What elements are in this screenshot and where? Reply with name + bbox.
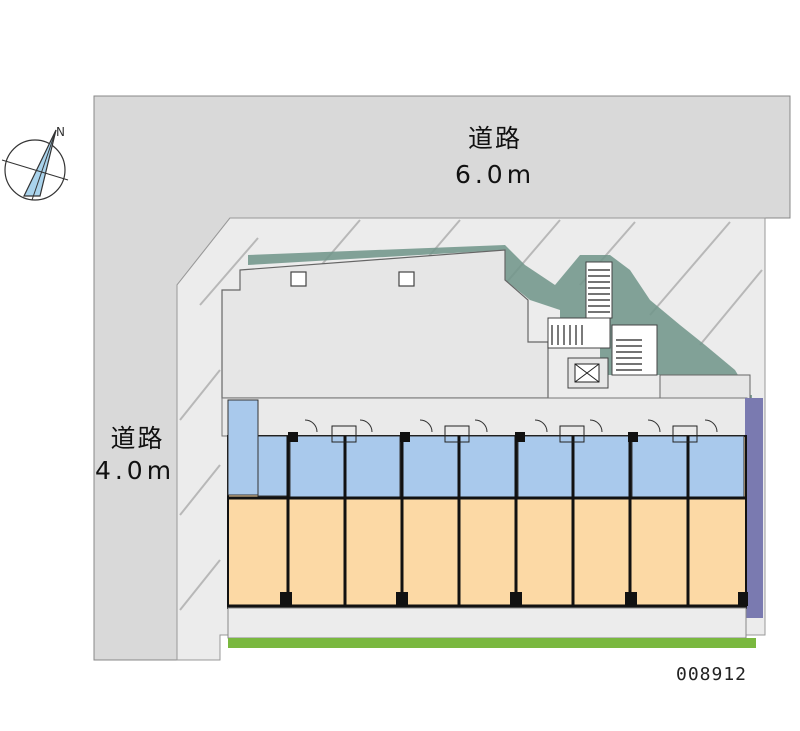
door-swings (304, 419, 718, 443)
road-left-width: 4.0m (94, 456, 176, 485)
building-upper (221, 249, 549, 399)
walkway (227, 607, 747, 639)
reference-code: 008912 (676, 664, 748, 685)
corridor (221, 397, 748, 437)
side-wing (659, 374, 751, 401)
unit-walls (228, 436, 746, 608)
svg-text:N: N (56, 125, 65, 139)
road-left-name: 道路 (110, 424, 165, 453)
skylight-1 (290, 271, 307, 287)
road-top-name: 道路 (467, 124, 522, 153)
skylight-2 (398, 271, 415, 287)
hedge (228, 638, 756, 648)
compass-icon: N (1, 125, 69, 201)
stair-core (547, 261, 658, 389)
pillars (280, 432, 748, 606)
road-top-width: 6.0m (454, 160, 536, 189)
balcony-strip (745, 398, 763, 618)
